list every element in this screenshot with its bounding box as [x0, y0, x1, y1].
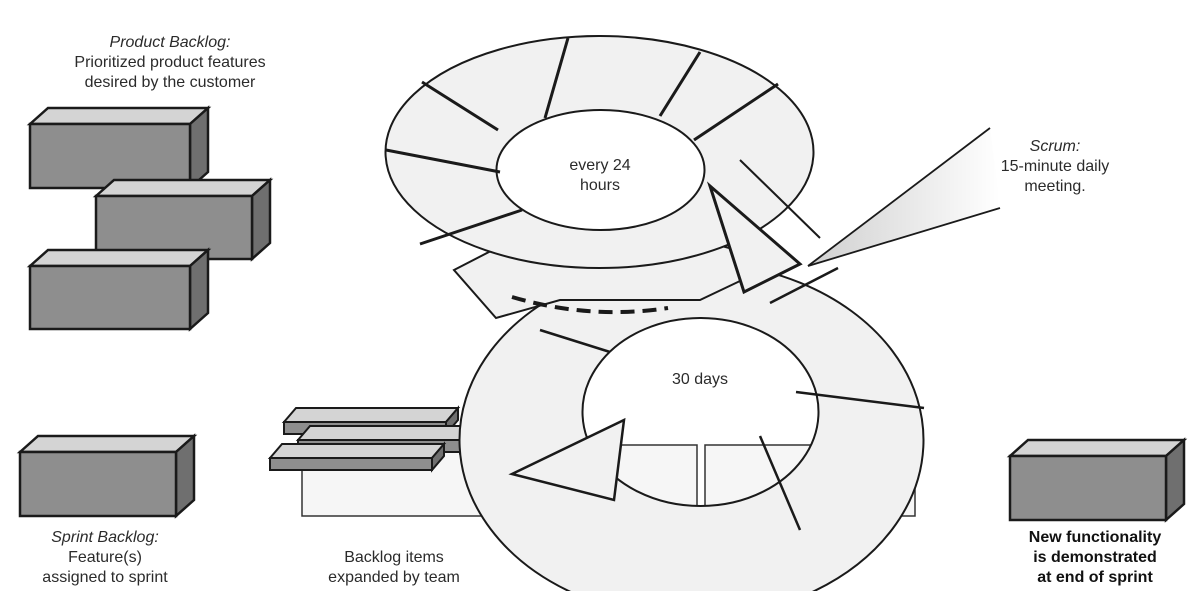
sprint-cycle-text: 30 days: [671, 371, 729, 388]
backlog-items-label: Backlog items expanded by team: [294, 548, 494, 588]
scrum-callout-beam: [807, 127, 1001, 267]
sprint-cycle-label: 30 days: [640, 370, 760, 390]
new-functionality-label: New functionality is demonstrated at end…: [1000, 528, 1190, 588]
product-backlog-line-2: desired by the customer: [84, 74, 256, 91]
daily-cycle-line-1: every 24: [569, 157, 631, 174]
product-backlog-box-1: [26, 105, 212, 191]
product-backlog-label: Product Backlog: Prioritized product fea…: [40, 33, 300, 93]
product-backlog-box-3: [26, 247, 212, 332]
scrum-line-2: meeting.: [1024, 178, 1086, 195]
scrum-line-1: 15-minute daily: [1000, 158, 1110, 175]
sprint-backlog-line-1: Feature(s): [68, 549, 142, 566]
sprint-backlog-title: Sprint Backlog:: [51, 529, 159, 546]
backlog-items-line-2: expanded by team: [328, 569, 460, 586]
sprint-backlog-line-2: assigned to sprint: [42, 569, 168, 586]
new-functionality-box: [1006, 437, 1188, 523]
product-backlog-box-2: [92, 177, 274, 262]
sprint-backlog-label: Sprint Backlog: Feature(s) assigned to s…: [0, 528, 210, 588]
new-functionality-line-3: at end of sprint: [1037, 569, 1153, 586]
new-functionality-line-1: New functionality: [1028, 529, 1162, 546]
new-functionality-line-2: is demonstrated: [1033, 549, 1157, 566]
daily-cycle-label: every 24 hours: [545, 156, 655, 196]
backlog-items-line-1: Backlog items: [344, 549, 444, 566]
product-backlog-title: Product Backlog:: [109, 34, 231, 51]
daily-cycle-line-2: hours: [579, 177, 621, 194]
product-backlog-line-1: Prioritized product features: [74, 54, 266, 71]
scrum-label: Scrum: 15-minute daily meeting.: [985, 137, 1125, 197]
sprint-cycle-arrow: [452, 234, 925, 591]
scrum-title: Scrum:: [1029, 138, 1081, 155]
sprint-backlog-box: [16, 433, 198, 519]
daily-cycle-arrow: [384, 35, 821, 295]
backlog-item-slabs: [267, 405, 475, 473]
